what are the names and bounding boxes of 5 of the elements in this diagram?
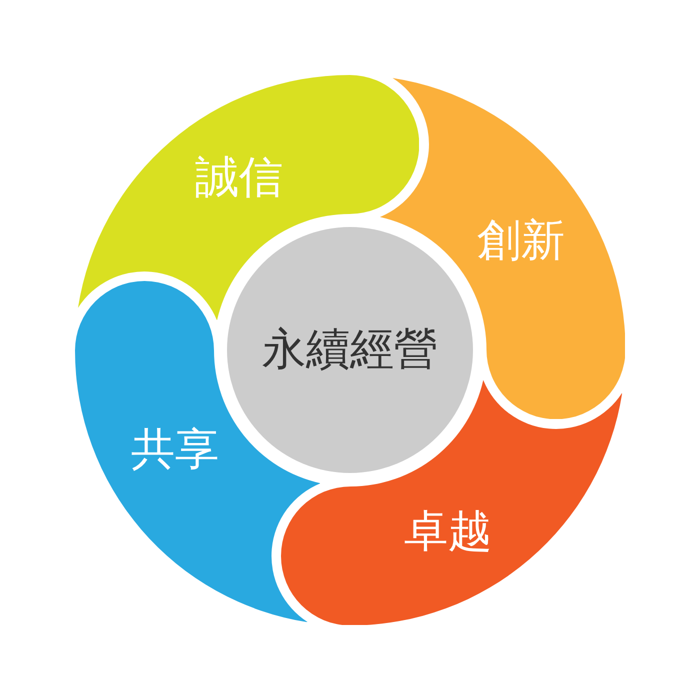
segment-label: 卓越 [404, 510, 492, 554]
segment-label: 共享 [131, 428, 219, 472]
segment-label: 創新 [476, 218, 565, 263]
segment-label: 誠信 [194, 156, 283, 200]
center-label: 永續經營 [262, 328, 438, 372]
